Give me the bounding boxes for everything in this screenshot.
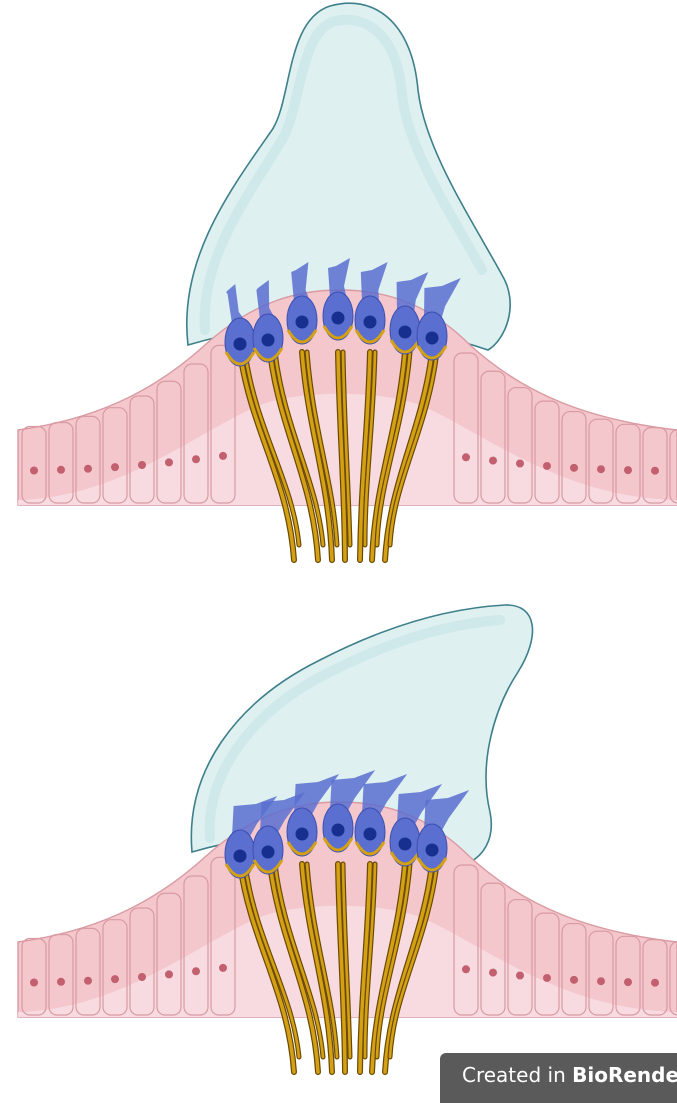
hair-cell-nucleus: [332, 312, 345, 325]
hair-cell-nucleus: [399, 326, 412, 339]
hair-cell-nucleus: [364, 828, 377, 841]
supporting-cell-nucleus: [219, 452, 227, 460]
supporting-cell-nucleus: [570, 976, 578, 984]
supporting-cell-nucleus: [624, 466, 632, 474]
supporting-cell-nucleus: [192, 455, 200, 463]
supporting-cell-nucleus: [543, 462, 551, 470]
supporting-cell-nucleus: [462, 965, 470, 973]
hair-cell-nucleus: [234, 850, 247, 863]
supporting-cell-nucleus: [111, 975, 119, 983]
credit-prefix: Created in: [462, 1063, 572, 1087]
supporting-cell-nucleus: [516, 460, 524, 468]
supporting-cell-nucleus: [57, 466, 65, 474]
hair-cell-nucleus: [399, 838, 412, 851]
supporting-cell-nucleus: [57, 978, 65, 986]
supporting-cell-nucleus: [651, 467, 659, 475]
supporting-cell-nucleus: [597, 465, 605, 473]
deflected-cupula-panel: [18, 605, 677, 1072]
hair-cell-nucleus: [296, 828, 309, 841]
supporting-cell-nucleus: [651, 979, 659, 987]
supporting-cell-nucleus: [84, 977, 92, 985]
hair-cell-nucleus: [426, 844, 439, 857]
supporting-cell-nucleus: [489, 457, 497, 465]
credit-brand: BioRender: [572, 1063, 677, 1087]
hair-cell-nucleus: [262, 846, 275, 859]
supporting-cell-nucleus: [192, 967, 200, 975]
supporting-cell-nucleus: [597, 977, 605, 985]
upright-cupula-panel: [18, 3, 677, 560]
supporting-cell-nucleus: [165, 458, 173, 466]
supporting-cell-nucleus: [516, 972, 524, 980]
supporting-cell-nucleus: [489, 969, 497, 977]
hair-cell-nucleus: [364, 316, 377, 329]
hair-cell-nucleus: [234, 338, 247, 351]
supporting-cell-nucleus: [462, 453, 470, 461]
supporting-cell-nucleus: [165, 970, 173, 978]
supporting-cell-nucleus: [543, 974, 551, 982]
supporting-cell-nucleus: [84, 465, 92, 473]
hair-cell-nucleus: [262, 334, 275, 347]
supporting-cell-nucleus: [219, 964, 227, 972]
supporting-cell-nucleus: [30, 979, 38, 987]
supporting-cell-nucleus: [111, 463, 119, 471]
hair-cell-nucleus: [332, 824, 345, 837]
hair-cell-nucleus: [426, 332, 439, 345]
supporting-cell-nucleus: [570, 464, 578, 472]
biorender-credit-badge: Created in BioRender: [440, 1053, 677, 1103]
supporting-cell-nucleus: [138, 461, 146, 469]
supporting-cell-nucleus: [624, 978, 632, 986]
supporting-cell-nucleus: [138, 973, 146, 981]
hair-cell-nucleus: [296, 316, 309, 329]
supporting-cell-nucleus: [30, 467, 38, 475]
